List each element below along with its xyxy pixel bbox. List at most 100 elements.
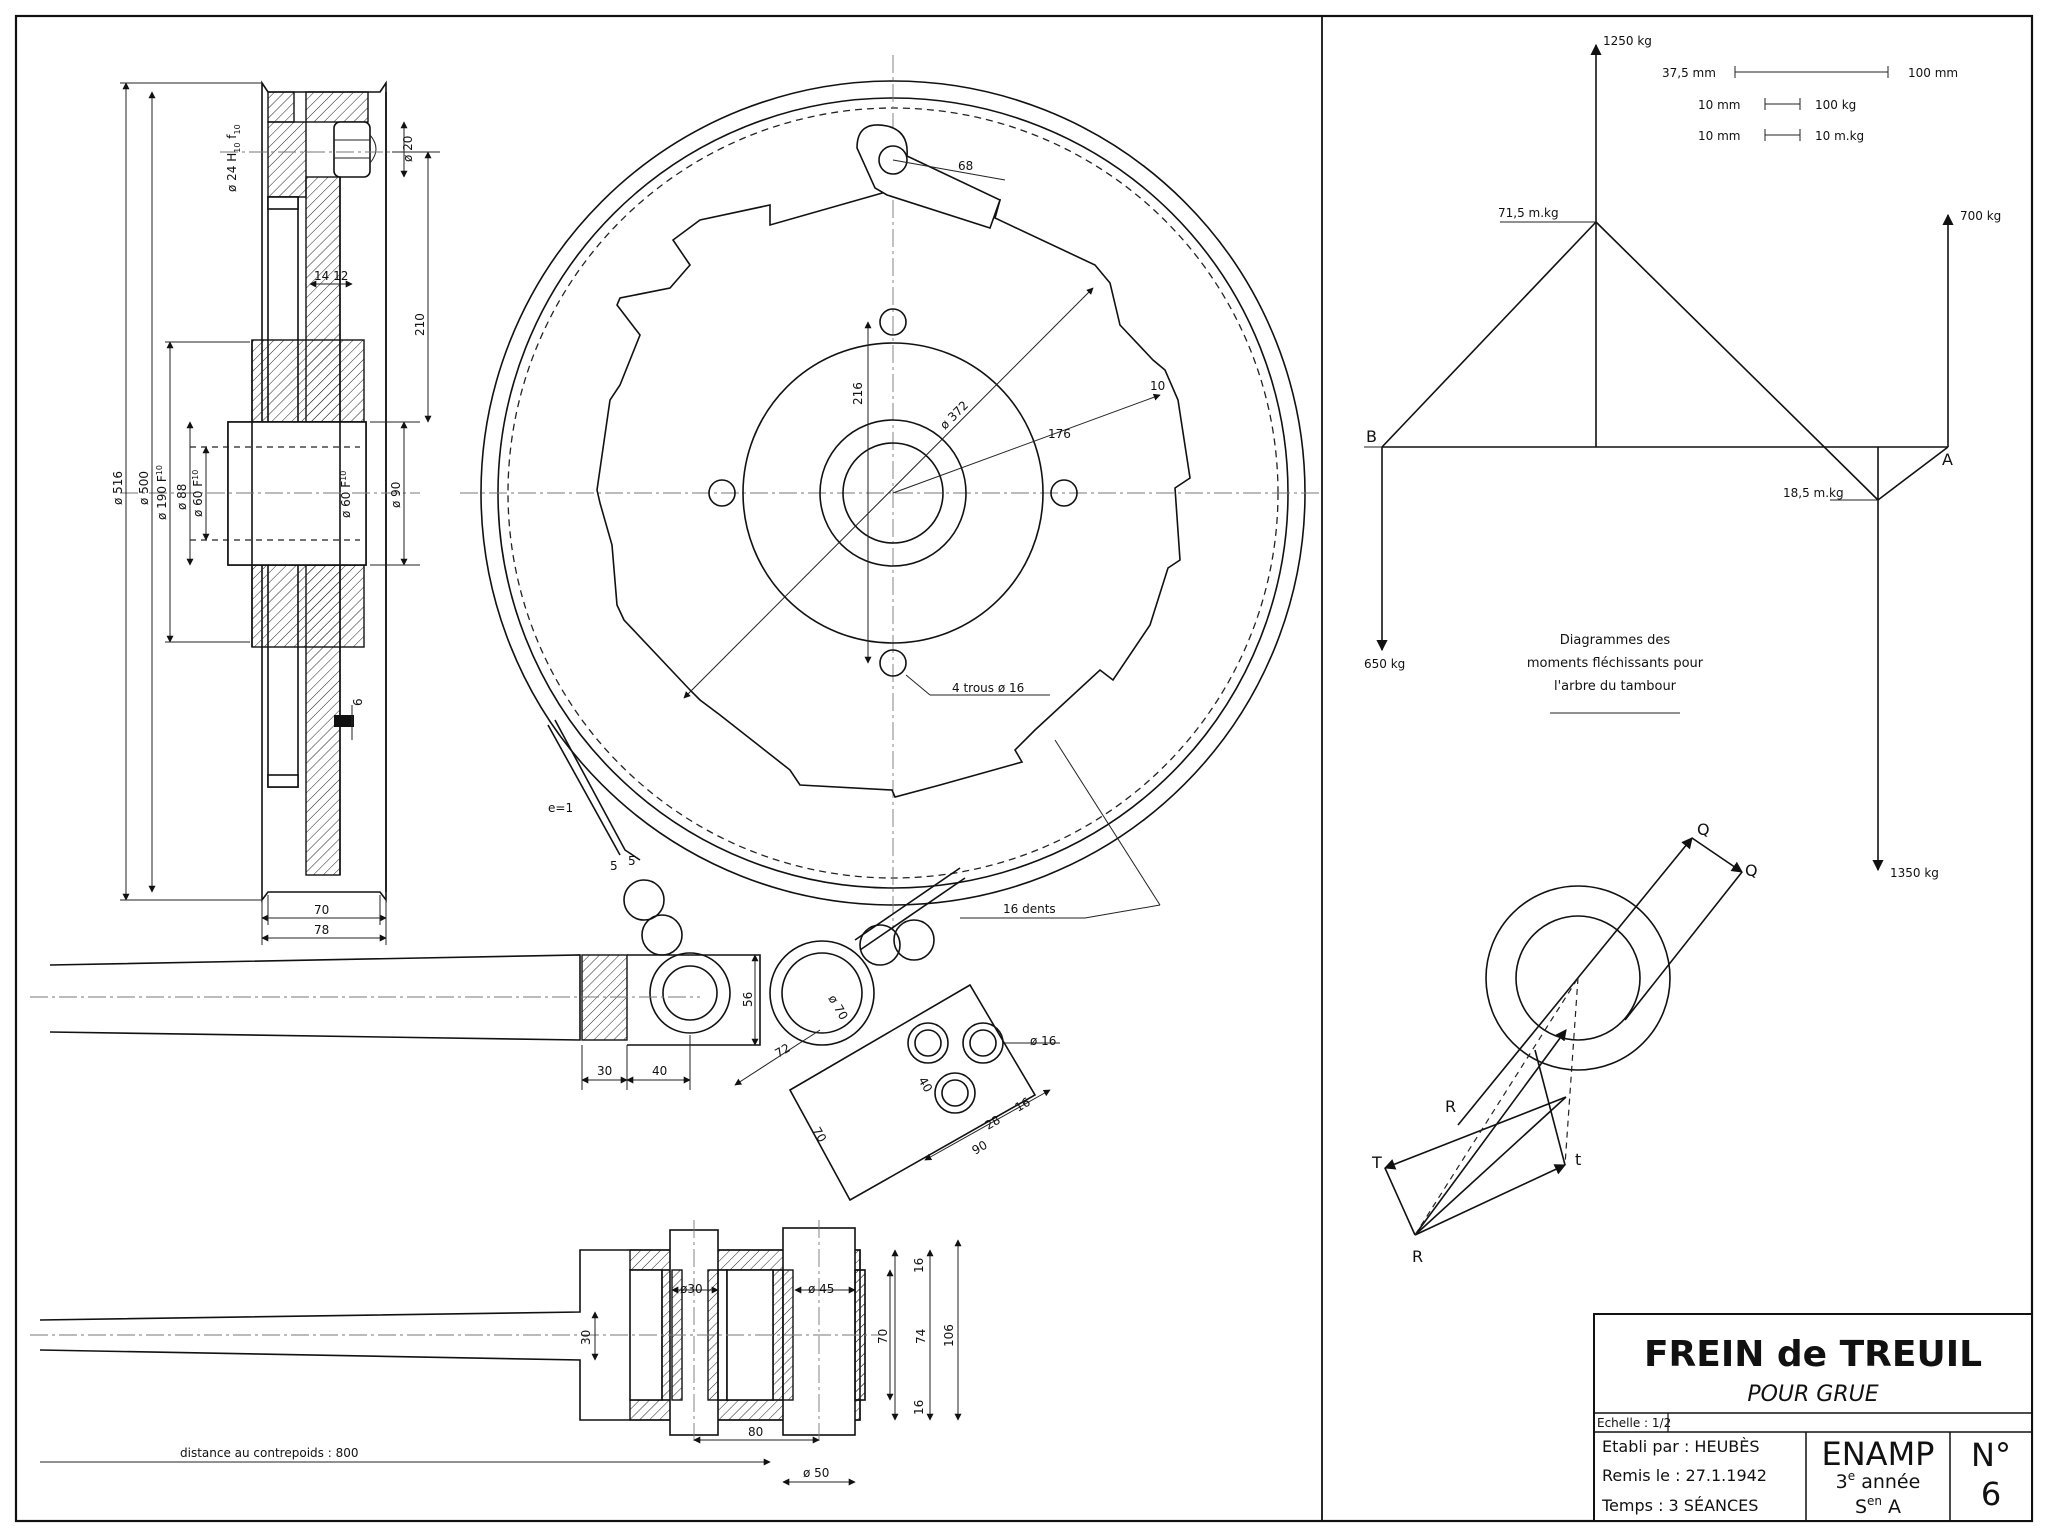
dim-14-12: 14 12 xyxy=(314,269,348,283)
bending-moment-diagram: 1250 kg 37,5 mm 100 mm 10 mm 100 kg 10 m… xyxy=(1364,34,2001,880)
scale-100-kg: 100 kg xyxy=(1815,98,1856,112)
author-line: Etabli par : HEUBÈS xyxy=(1602,1437,1760,1456)
force-t-lower: t xyxy=(1575,1150,1581,1169)
caption-line-1: Diagrammes des xyxy=(1560,633,1671,648)
dim-dia-190-main: ø 190 F xyxy=(155,475,169,520)
dim-dia-24-f: f xyxy=(225,134,239,143)
dim-70-plan: 70 xyxy=(876,1329,890,1344)
date-line: Remis le : 27.1.1942 xyxy=(1602,1466,1767,1485)
dim-40b: 40 xyxy=(915,1075,935,1095)
section-main: S xyxy=(1855,1496,1867,1518)
scale-label-text: Echelle : xyxy=(1597,1416,1652,1430)
pawl xyxy=(856,124,1001,229)
dim-70-side: 70 xyxy=(314,903,329,917)
four-holes-label: 4 trous ø 16 xyxy=(952,681,1024,695)
number-label: N° xyxy=(1971,1436,2011,1474)
caption-line-2: moments fléchissants pour xyxy=(1527,656,1704,671)
dim-6: 6 xyxy=(351,698,365,706)
dim-106-plan: 106 xyxy=(942,1324,956,1347)
dim-176: 176 xyxy=(1048,427,1071,441)
moment-low-label: 18,5 m.kg xyxy=(1783,486,1844,500)
dim-40-lever: 40 xyxy=(652,1064,667,1078)
dim-dia-516: ø 516 xyxy=(111,471,125,505)
load-1350: 1350 kg xyxy=(1890,866,1939,880)
year-number: 3 xyxy=(1836,1471,1848,1493)
section-line: Sen A xyxy=(1855,1494,1901,1518)
dim-30-plan: 30 xyxy=(579,1330,593,1345)
year-superscript: e xyxy=(1848,1469,1855,1483)
dim-dia-45-plan: ø 45 xyxy=(808,1282,834,1296)
scale-37-5-mm: 37,5 mm xyxy=(1662,66,1716,80)
school-name: ENAMP xyxy=(1822,1435,1935,1473)
caption-line-3: l'arbre du tambour xyxy=(1554,679,1677,694)
counterweight-distance: distance au contrepoids : 800 xyxy=(180,1446,358,1460)
dim-210: 210 xyxy=(413,313,427,336)
dim-16-plan-top: 16 xyxy=(912,1258,926,1273)
dim-dia-50-plan: ø 50 xyxy=(803,1466,829,1480)
lever-block xyxy=(788,983,1037,1202)
dim-dia-190: ø 190 F10 xyxy=(155,465,169,520)
teeth-label: 16 dents xyxy=(1003,902,1056,916)
dim-90: 90 xyxy=(970,1138,990,1158)
brake-lever-view: 56 30 40 72 ø 70 ø 16 40 28 16 90 70 xyxy=(30,879,1060,1202)
dim-5b: 5 xyxy=(628,854,636,868)
dim-hub-dia-60: ø 60 F10 xyxy=(339,471,353,518)
dim-dia-30-plan: ø30 xyxy=(680,1282,703,1296)
sheet-frame xyxy=(14,14,2034,1523)
drum-side-section-view: ø 516 ø 500 ø 190 F10 ø 88 ø 60 F10 ø 60… xyxy=(111,80,440,945)
band-thickness-label: e=1 xyxy=(548,801,573,815)
dim-74-plan: 74 xyxy=(914,1329,928,1344)
moment-peak-label: 71,5 m.kg xyxy=(1498,206,1559,220)
dim-dia-60-main: ø 60 F xyxy=(191,480,205,517)
point-a-label: A xyxy=(1942,450,1953,469)
dim-5a: 5 xyxy=(610,859,618,873)
dim-30-lever: 30 xyxy=(597,1064,612,1078)
dim-68: 68 xyxy=(958,159,973,173)
dim-dia-24: ø 24 H10 f10 xyxy=(225,124,242,192)
title-block: FREIN de TREUIL POUR GRUE Echelle : 1/2 … xyxy=(1593,1313,2033,1522)
scale-100-mm: 100 mm xyxy=(1908,66,1958,80)
dim-dia-20: ø 20 xyxy=(401,136,415,162)
dim-16-plan-bottom: 16 xyxy=(912,1400,926,1415)
dim-16-lever: 16 xyxy=(1013,1095,1033,1115)
year-word: année xyxy=(1861,1471,1920,1493)
section-letter: A xyxy=(1882,1496,1901,1518)
dim-dia-90: ø 90 xyxy=(389,482,403,508)
scale-10-mkg: 10 m.kg xyxy=(1815,129,1864,143)
year-line: 3e année xyxy=(1836,1469,1921,1493)
dim-dia-24-tol1: 10 xyxy=(233,143,242,153)
dim-10: 10 xyxy=(1150,379,1165,393)
load-1250: 1250 kg xyxy=(1603,34,1652,48)
dim-28: 28 xyxy=(983,1113,1003,1133)
dim-80-plan: 80 xyxy=(748,1425,763,1439)
dim-hub-dia-60-main: ø 60 F xyxy=(339,481,353,518)
point-b-label: B xyxy=(1366,427,1377,446)
force-r-upper: R xyxy=(1445,1097,1456,1116)
dim-dia-500: ø 500 xyxy=(137,471,151,505)
load-650: 650 kg xyxy=(1364,657,1405,671)
dim-56: 56 xyxy=(741,992,755,1007)
force-r-lower: R xyxy=(1412,1247,1423,1266)
force-polygon-diagram: Q Q R R T t xyxy=(1371,820,1758,1266)
dim-216: 216 xyxy=(851,382,865,405)
dim-dia-190-tol: 10 xyxy=(155,465,164,475)
scale-10-mm-b: 10 mm xyxy=(1698,129,1740,143)
dim-hub-dia-60-tol: 10 xyxy=(339,471,348,481)
ratchet-wheel-16-teeth xyxy=(596,189,1191,798)
dim-dia-60: ø 60 F10 xyxy=(191,470,205,517)
dim-dia-60-tol: 10 xyxy=(191,470,200,480)
drawing-subtitle: POUR GRUE xyxy=(1747,1382,1878,1407)
drawing-number: 6 xyxy=(1981,1475,2001,1513)
dim-72: 72 xyxy=(773,1041,793,1061)
dim-dia-24-tol2: 10 xyxy=(233,124,242,134)
load-700: 700 kg xyxy=(1960,209,2001,223)
dim-70b: 70 xyxy=(809,1125,829,1145)
force-t-upper: T xyxy=(1371,1153,1382,1172)
dim-dia-70-lever: ø 70 xyxy=(825,993,850,1023)
scale-value: 1/2 xyxy=(1652,1416,1671,1430)
time-line: Temps : 3 SÉANCES xyxy=(1601,1496,1758,1515)
dim-dia-24-main: ø 24 H xyxy=(225,153,239,192)
dim-dia-16-lever: ø 16 xyxy=(1030,1034,1056,1048)
scale-label: Echelle : 1/2 xyxy=(1597,1416,1671,1430)
